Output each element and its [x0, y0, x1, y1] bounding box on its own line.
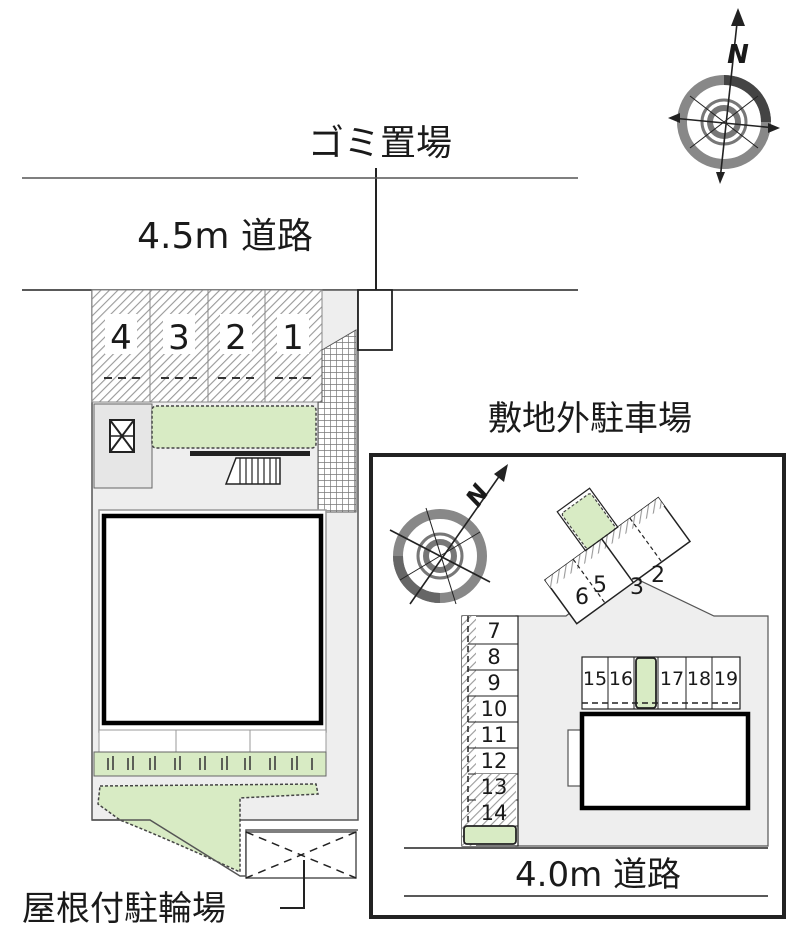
parking-number: 17 [660, 668, 684, 690]
parking-number: 13 [481, 775, 508, 799]
garbage-area-label: ゴミ置場 [308, 123, 452, 164]
planter-top [151, 405, 317, 449]
parking-number: 19 [714, 668, 738, 690]
offsite-parking-label: 敷地外駐車場 [488, 399, 692, 439]
parking-number: 3 [168, 318, 190, 358]
parking-number: 4 [110, 318, 132, 358]
parking-number: 8 [487, 645, 500, 669]
parking-number: 7 [487, 619, 500, 643]
parking-number: 16 [609, 668, 633, 690]
hedge-strip [93, 751, 327, 777]
column-parking: 7 8 9 10 11 12 13 14 [461, 615, 519, 847]
entrance-bar [190, 451, 310, 456]
bicycle-leader-line [280, 860, 305, 909]
parking-number: 1 [282, 318, 304, 358]
inset-building [579, 711, 751, 811]
utility-box-icon [109, 419, 135, 453]
north-letter: N [727, 40, 749, 70]
parking-space [264, 289, 323, 403]
parking-number: 12 [481, 749, 508, 773]
planter-bottom [97, 783, 319, 874]
site-area: 4 3 2 1 [91, 289, 393, 879]
parking-number: 11 [481, 723, 508, 747]
parking-number: 10 [481, 697, 508, 721]
row-parking: 15 16 17 18 19 [581, 656, 741, 710]
parking-number: 3 [630, 575, 644, 600]
parking-number: 6 [575, 585, 589, 610]
parking-number: 14 [481, 801, 508, 825]
inset-compass-icon [389, 464, 508, 605]
parking-number: 2 [225, 318, 247, 358]
parking-number: 9 [487, 671, 500, 695]
parking-number: 18 [687, 668, 711, 690]
parking-number: 5 [593, 573, 607, 598]
parking-number: 15 [583, 668, 607, 690]
bicycle-parking-label: 屋根付駐輪場 [22, 889, 226, 929]
main-road-label: 4.5m 道路 [137, 216, 313, 257]
paved-walkway [317, 329, 357, 513]
building [101, 513, 324, 726]
inset-road-label: 4.0m 道路 [515, 855, 681, 895]
main-parking: 4 3 2 1 [91, 289, 323, 403]
parking-number: 2 [651, 563, 665, 588]
stairs-icon [224, 457, 281, 485]
angled-parking [543, 487, 692, 625]
balcony [98, 729, 327, 753]
north-compass-icon [668, 8, 780, 184]
garbage-enclosure [357, 289, 393, 351]
